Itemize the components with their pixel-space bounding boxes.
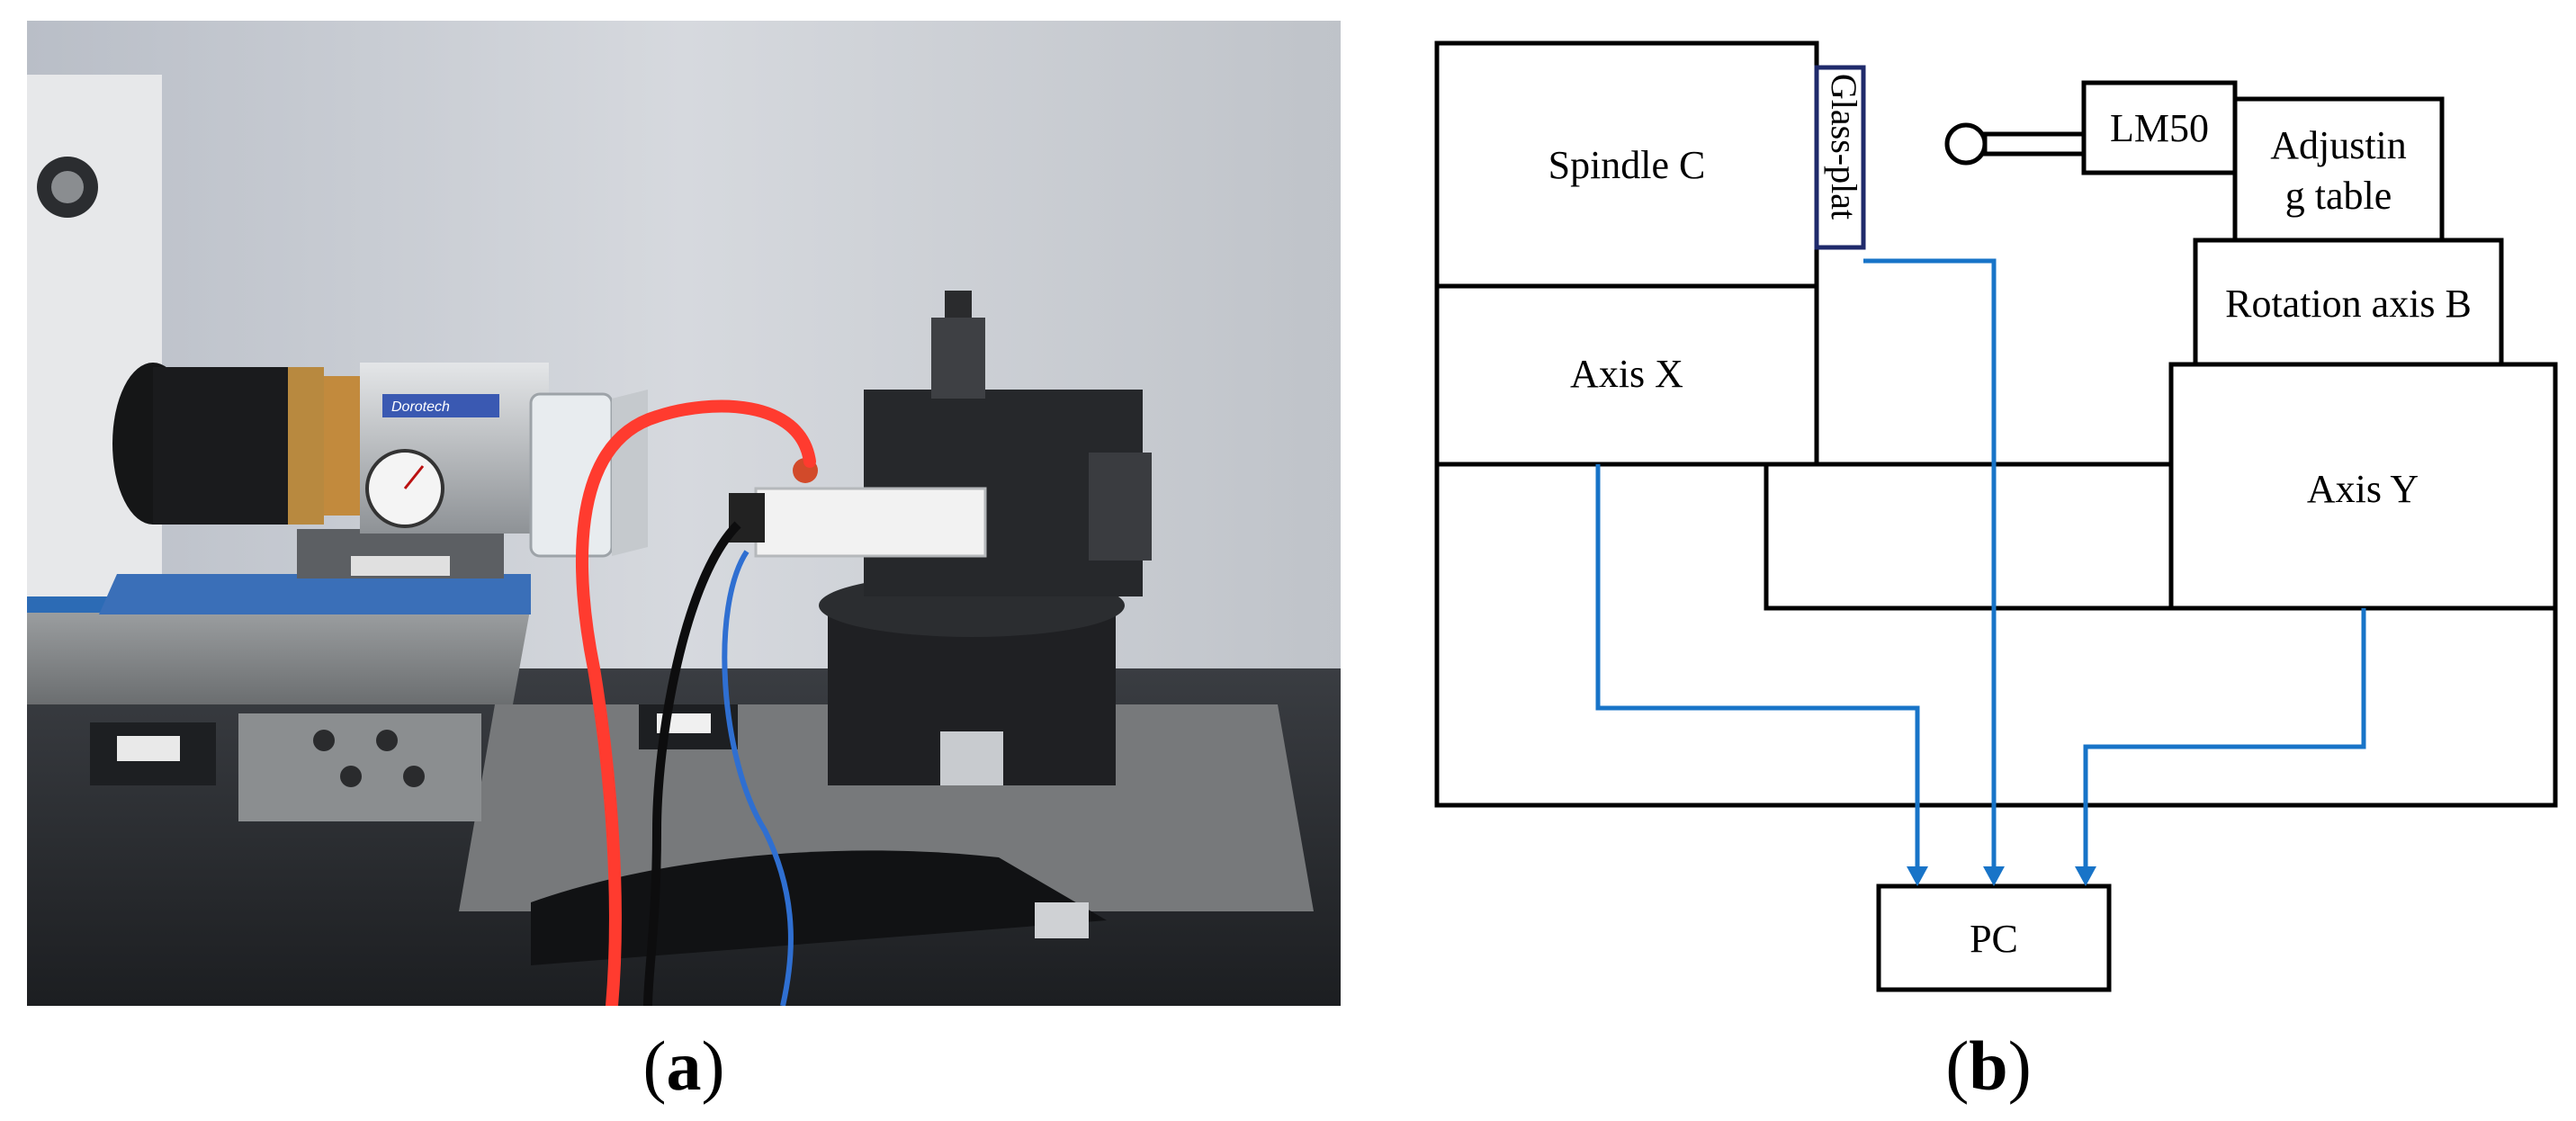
lm50-block xyxy=(2081,80,2238,175)
adjusting-table-label-line2: g table xyxy=(2285,174,2392,218)
caption-a: (a) xyxy=(642,1027,725,1105)
setup-photo: Dorotech xyxy=(27,21,1341,1006)
inner-step xyxy=(1764,462,2174,611)
probe-ball xyxy=(1944,122,1988,166)
spindle-motor xyxy=(153,367,297,525)
spindle-brand-text: Dorotech xyxy=(391,399,450,415)
blue-plate xyxy=(99,574,531,614)
arrowhead-axis-y xyxy=(2075,866,2096,886)
left-cabinet xyxy=(27,75,162,632)
blue-cable xyxy=(722,550,794,1006)
block-diagram: Axis X Spindle C Glass-plat LM50 Adjusti… xyxy=(1434,40,2558,992)
lm50-sensor-photo xyxy=(754,487,987,558)
pc-label: PC xyxy=(1970,917,2018,961)
adjusting-table-block xyxy=(2232,96,2445,243)
stepper-motor xyxy=(931,318,985,399)
rotation-axis-label: Rotation axis B xyxy=(2225,282,2472,326)
arrowhead-glass-plate xyxy=(1983,866,2005,886)
glass-plate-label: Glass-plat xyxy=(1824,74,1864,220)
black-cable xyxy=(643,521,741,1006)
red-hose xyxy=(575,399,816,1006)
wire-glass-plate-to-pc xyxy=(1863,258,1997,868)
caption-b: (b) xyxy=(1945,1027,2032,1105)
glass-plate-block xyxy=(1814,65,1866,250)
axis-x-label: Axis X xyxy=(1570,352,1683,396)
wire-axis-x-to-pc xyxy=(1595,464,1920,868)
axis-x-block xyxy=(1434,283,1819,467)
arrowhead-axis-x xyxy=(1907,866,1928,886)
probe-stem xyxy=(1982,131,2087,157)
lm50-label: LM50 xyxy=(2110,106,2209,150)
axis-y-label: Axis Y xyxy=(2307,467,2419,511)
steel-table-left xyxy=(27,605,531,704)
connector xyxy=(940,731,1003,785)
spindle-c-block xyxy=(1434,40,1819,289)
spindle-c-label: Spindle C xyxy=(1548,143,1706,187)
wire-axis-y-to-pc xyxy=(2083,608,2366,868)
adjusting-table-label-line1: Adjustin xyxy=(2270,123,2407,167)
